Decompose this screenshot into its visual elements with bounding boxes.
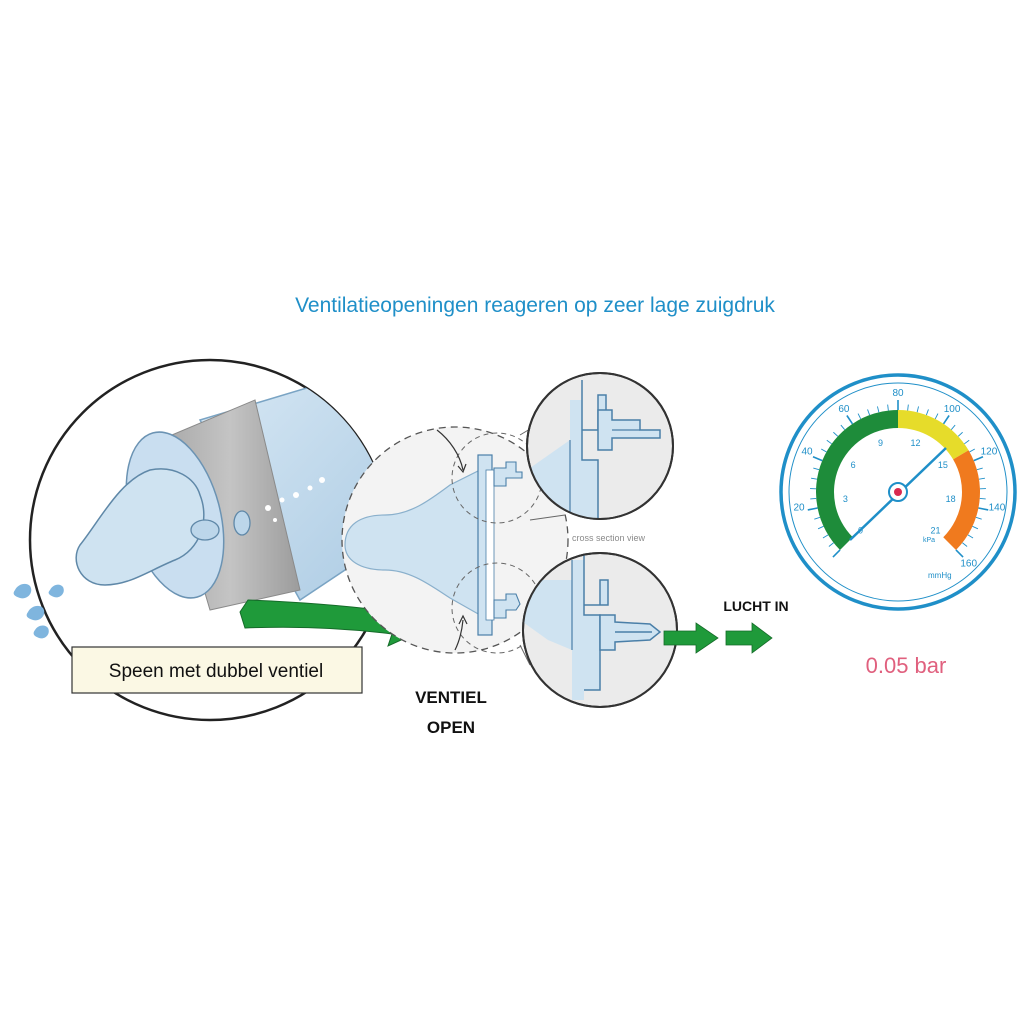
gauge-green-zone bbox=[816, 410, 898, 550]
gauge-outer-label: 40 bbox=[801, 446, 813, 457]
gauge-tick bbox=[957, 431, 963, 437]
gauge-inner-label: 9 bbox=[878, 438, 883, 448]
gauge-outer-label: 60 bbox=[838, 404, 850, 415]
gauge-tick bbox=[975, 516, 982, 520]
dashed-circle-icon bbox=[341, 426, 569, 654]
gauge-reading: 0.05 bar bbox=[866, 653, 947, 678]
gauge-tick bbox=[972, 525, 979, 530]
gauge-orange-zone bbox=[943, 450, 981, 550]
gauge-tick bbox=[955, 549, 964, 558]
gauge-tick bbox=[925, 409, 929, 416]
gauge-tick bbox=[973, 456, 984, 462]
gauge-tick bbox=[814, 516, 821, 520]
gauge-inner-label: 15 bbox=[938, 460, 948, 470]
valve-label-line1: VENTIEL bbox=[415, 688, 487, 707]
gauge-tick bbox=[822, 534, 829, 539]
gauge-tick bbox=[964, 439, 970, 445]
gauge-tick bbox=[942, 415, 950, 425]
connector-line bbox=[519, 644, 531, 666]
gauge-tick bbox=[821, 448, 827, 453]
nipple-label: Speen met dubbel ventiel bbox=[109, 661, 323, 682]
gauge-inner-label: 3 bbox=[843, 494, 848, 504]
gauge-outer-label: 20 bbox=[793, 502, 805, 513]
air-in-label: LUCHT IN bbox=[723, 598, 788, 614]
gauge-tick bbox=[976, 467, 983, 471]
gauge-needle bbox=[849, 447, 947, 541]
cross-section-caption: cross section view bbox=[572, 533, 646, 543]
gauge-tick bbox=[846, 415, 854, 425]
gauge-tick bbox=[807, 507, 818, 511]
gauge-tick bbox=[833, 431, 839, 437]
gauge-tick bbox=[934, 413, 939, 420]
gauge-tick bbox=[978, 507, 989, 511]
gauge-tick bbox=[950, 424, 956, 430]
gauge-tick bbox=[813, 467, 820, 471]
gauge-tick bbox=[877, 406, 880, 413]
connector-line bbox=[529, 514, 566, 521]
green-arrow-icon bbox=[663, 622, 773, 654]
nipple-label-box: Speen met dubbel ventiel bbox=[71, 646, 363, 694]
gauge-tick bbox=[887, 404, 889, 411]
gauge-outer-label: 80 bbox=[892, 388, 904, 399]
gauge-tick bbox=[832, 549, 841, 558]
gauge-tick bbox=[857, 413, 862, 420]
bottom-zoom-circle bbox=[522, 552, 678, 708]
gauge-tick bbox=[969, 448, 975, 453]
gauge-yellow-zone bbox=[898, 410, 969, 460]
gauge-tick bbox=[812, 456, 823, 462]
gauge-outer-unit: mmHg bbox=[928, 571, 952, 580]
gauge-tick bbox=[978, 477, 985, 480]
gauge-inner-label: 21 bbox=[930, 525, 940, 535]
gauge-outer-label: 120 bbox=[981, 446, 998, 457]
gauge-tick bbox=[916, 406, 919, 413]
gauge-inner-label: 6 bbox=[851, 460, 856, 470]
gauge-outer-label: 160 bbox=[960, 559, 977, 570]
diagram-title: Ventilatieopeningen reageren op zeer lag… bbox=[295, 294, 775, 317]
gauge-tick bbox=[817, 525, 824, 530]
gauge-tick bbox=[962, 542, 968, 547]
water-drop-icon bbox=[13, 583, 64, 639]
gauge-outer-label: 100 bbox=[944, 404, 961, 415]
gauge-inner-unit: kPa bbox=[923, 537, 935, 544]
gauge-tick bbox=[811, 477, 818, 480]
gauge-tick bbox=[867, 409, 871, 416]
gauge-inner-label: 12 bbox=[910, 438, 920, 448]
gauge-tick bbox=[828, 542, 834, 547]
valve-label-line2: OPEN bbox=[427, 718, 475, 737]
gauge-tick bbox=[967, 534, 974, 539]
gauge-tick bbox=[907, 404, 909, 411]
gauge-outer-label: 140 bbox=[989, 502, 1006, 513]
gauge-inner-label: 18 bbox=[946, 494, 956, 504]
gauge-tick bbox=[826, 439, 832, 445]
gauge-tick bbox=[840, 424, 846, 430]
